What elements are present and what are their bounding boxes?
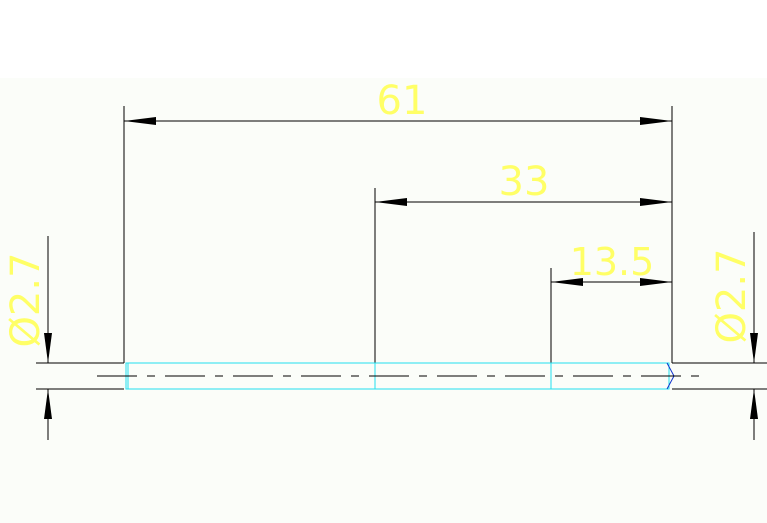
- arrow-right-33: [640, 198, 672, 206]
- dimension-label-61: 61: [377, 78, 428, 124]
- dimension-13-5: 13.5: [550, 240, 672, 363]
- dimension-diameter-left: Ø2.7: [3, 236, 52, 440]
- arrow-diameter-left-top: [44, 333, 52, 363]
- arrow-left-33: [375, 198, 407, 206]
- dimension-label-33: 33: [499, 159, 550, 205]
- arrow-left-61: [124, 117, 156, 125]
- dimension-33: 33: [374, 159, 672, 383]
- arrow-diameter-left-bottom: [44, 389, 52, 419]
- canvas-area: [0, 78, 767, 523]
- arrow-right-13-5: [640, 278, 672, 286]
- dimension-61: 61: [123, 78, 673, 363]
- arrow-right-61: [640, 117, 672, 125]
- arrow-left-13-5: [551, 278, 583, 286]
- diameter-extension-lines: [36, 362, 767, 390]
- arrow-diameter-right-top: [750, 333, 758, 363]
- dimension-label-diameter-left: Ø2.7: [3, 252, 49, 347]
- dimension-diameter-right: Ø2.7: [709, 232, 758, 440]
- part-outline: [97, 362, 700, 390]
- top-band: [0, 0, 767, 78]
- arrow-diameter-right-bottom: [750, 389, 758, 419]
- dimension-label-13-5: 13.5: [570, 240, 655, 284]
- dimension-label-diameter-right: Ø2.7: [709, 248, 755, 343]
